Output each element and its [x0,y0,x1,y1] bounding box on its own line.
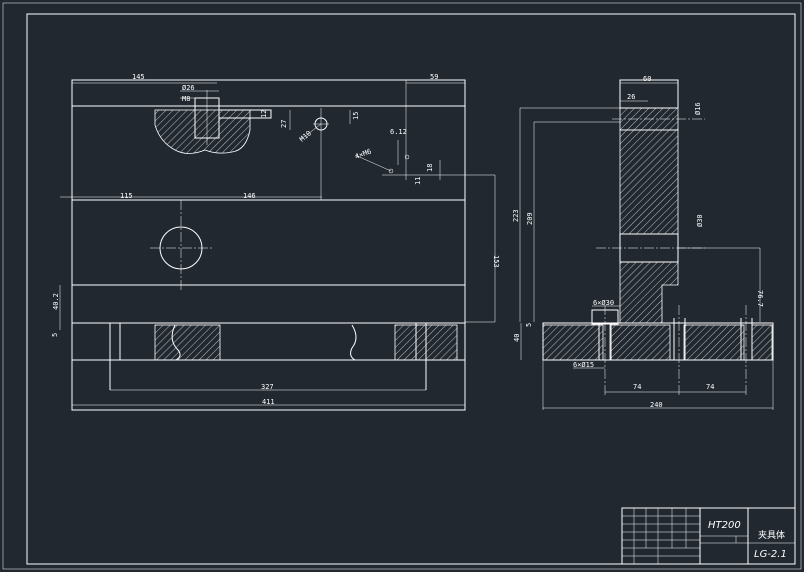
dim-6-12: 6.12 [390,128,407,136]
dim-74-right: 74 [706,383,714,391]
material-label: HT200 [708,520,741,531]
dim-146: 146 [243,192,256,200]
front-view [59,79,496,411]
dim-60: 60 [643,75,651,83]
dim-d16: Ø16 [694,102,702,115]
inner-border [26,13,796,565]
dim-15: 15 [352,112,360,120]
dim-145: 145 [132,73,145,81]
dim-d30: Ø30 [696,214,704,227]
front-block-outline [71,79,466,411]
side-column [619,129,679,235]
dim-40: 40 [513,334,521,342]
dim-d26: Ø26 [182,84,195,92]
dim-26: 26 [627,93,635,101]
dim-40-2: 40.2 [52,293,60,310]
dim-18: 18 [426,164,434,172]
dim-5: 5 [51,333,59,337]
part-name: 夹具体 [758,529,785,541]
dim-327: 327 [261,383,274,391]
drawing-number: LG-2.1 [754,549,787,560]
dim-m8: M8 [182,95,190,103]
dim-209: 209 [526,212,534,225]
dim-411: 411 [262,398,275,406]
dim-12: 12 [260,110,268,118]
dim-27: 27 [280,120,288,128]
title-block [621,507,796,565]
dim-11: 11 [414,177,422,185]
dim-223: 223 [512,209,520,222]
upper-section-hatch [154,109,251,154]
side-view [519,79,774,410]
dim-74-left: 74 [633,383,641,391]
dim-76-7: 76.7 [756,290,764,307]
dim-59: 59 [430,73,438,81]
dim-6xd15: 6×Ø15 [573,361,594,369]
base-hatch-left [154,324,221,361]
dim-240: 240 [650,401,663,409]
dim-115: 115 [120,192,133,200]
dim-m10: M10 [298,129,313,143]
dim-5-side: 5 [525,323,533,327]
dim-153: 153 [492,255,500,268]
dim-6xd30: 6×Ø30 [593,299,614,307]
